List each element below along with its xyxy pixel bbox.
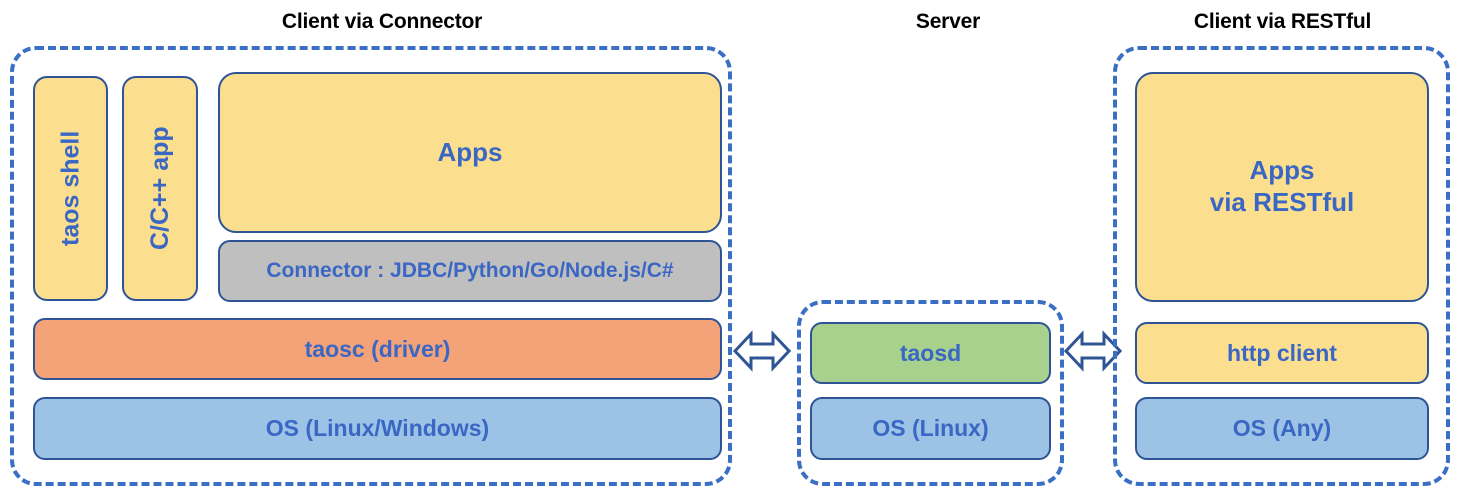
block-apps[interactable]: Apps xyxy=(218,72,722,233)
block-apps-via-restful[interactable]: Apps via RESTful xyxy=(1135,72,1429,302)
group-client-via-restful xyxy=(1113,46,1450,486)
bidirectional-arrow-left xyxy=(733,326,791,376)
block-os-linux-windows[interactable]: OS (Linux/Windows) xyxy=(33,397,722,460)
caption-server: Server xyxy=(915,10,981,33)
block-taos-shell[interactable]: taos shell xyxy=(33,76,108,301)
apps-restful-line-2: via RESTful xyxy=(1209,187,1355,217)
caption-client-via-connector: Client via Connector xyxy=(281,10,483,33)
group-client-via-connector xyxy=(10,46,732,486)
bidirectional-arrow-right xyxy=(1064,326,1122,376)
block-connector[interactable]: Connector : JDBC/Python/Go/Node.js/C# xyxy=(218,240,722,302)
block-taosc-driver[interactable]: taosc (driver) xyxy=(33,318,722,380)
block-os-any[interactable]: OS (Any) xyxy=(1135,397,1429,460)
group-server xyxy=(797,300,1064,486)
apps-restful-line-1: Apps xyxy=(1249,155,1315,186)
block-c-cpp-app[interactable]: C/C++ app xyxy=(122,76,198,301)
caption-client-via-restful: Client via RESTful xyxy=(1193,10,1372,33)
block-os-linux[interactable]: OS (Linux) xyxy=(810,397,1051,460)
block-http-client[interactable]: http client xyxy=(1135,322,1429,384)
block-taosd[interactable]: taosd xyxy=(810,322,1051,384)
